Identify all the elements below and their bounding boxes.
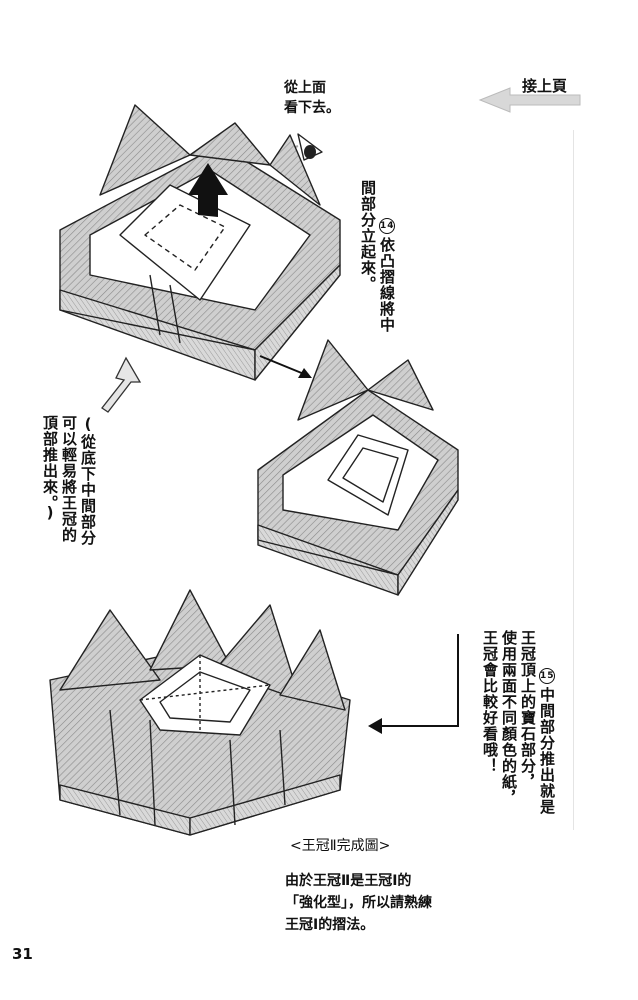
caption-title: <王冠Ⅱ完成圖> xyxy=(290,838,391,854)
step14-number: 14 xyxy=(379,218,395,234)
caption-body: 由於王冠Ⅱ是王冠Ⅰ的 「強化型」，所以請熟練 王冠Ⅰ的摺法。 xyxy=(285,873,432,933)
page-number: 31 xyxy=(12,945,33,963)
diagram-step14 xyxy=(59,104,341,381)
continue-label: 接上頁 xyxy=(522,77,568,95)
step15-number: 15 xyxy=(539,668,555,684)
diagram-step14-result xyxy=(257,339,459,596)
step-arrow-2 xyxy=(368,634,459,734)
push-note: (從底下中間部分 可以輕易將王冠的 頂部推出來。) xyxy=(41,415,97,546)
view-note: 從上面 看下去。 xyxy=(284,80,340,116)
step14-text: 14依凸摺線將中 間部分立起來。 xyxy=(358,180,415,340)
push-up-arrow-icon xyxy=(101,356,142,413)
diagram-finished-crown xyxy=(49,589,351,836)
step15-instruction: 中間部分推出就是 王冠頂上的寶石部分， 使用兩面不同顏色的紙， 王冠會比較好看哦… xyxy=(481,630,556,815)
continue-arrow-icon xyxy=(478,87,581,113)
step15-text: 15中間部分推出就是 王冠頂上的寶石部分， 使用兩面不同顏色的紙， 王冠會比較好… xyxy=(480,630,575,830)
right-margin-line xyxy=(573,130,574,830)
continue-header: 接上頁 xyxy=(470,72,590,113)
step14-instruction: 依凸摺線將中 間部分立起來。 xyxy=(359,180,396,333)
step-arrow-1 xyxy=(259,355,312,378)
eye-icon xyxy=(297,133,323,161)
